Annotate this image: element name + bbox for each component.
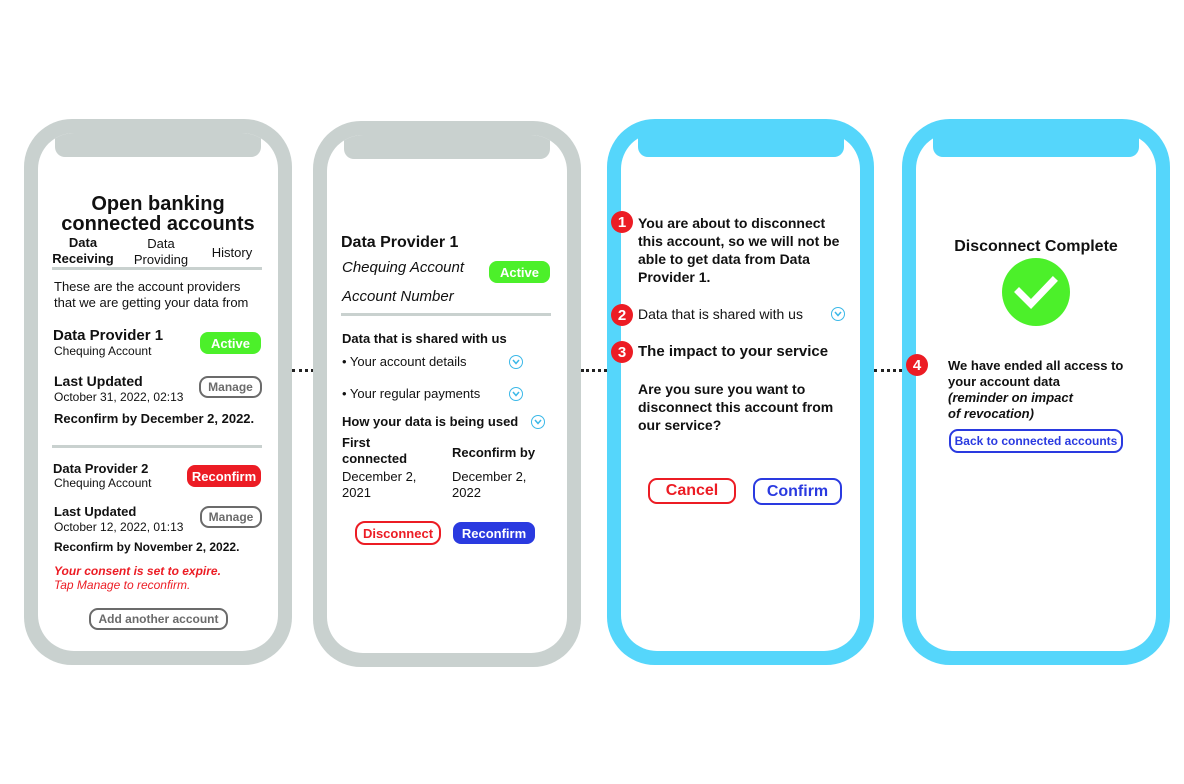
- shared-item-regular-payments: • Your regular payments: [342, 386, 481, 401]
- phone-provider-details: Data Provider 1 Chequing Account Active …: [313, 121, 581, 667]
- provider2-name: Data Provider 2: [53, 461, 149, 476]
- shared-data-link[interactable]: Data that is shared with us: [638, 306, 803, 322]
- complete-message: We have ended all access to your account…: [948, 358, 1124, 389]
- account-type: Chequing Account: [342, 259, 465, 276]
- provider2-manage-button[interactable]: Manage: [200, 506, 262, 528]
- tab-data-receiving[interactable]: Data Receiving: [52, 235, 114, 266]
- details-divider: [341, 313, 551, 316]
- screen-connected-accounts: Open banking connected accounts Data Rec…: [38, 133, 278, 651]
- provider1-manage-button[interactable]: Manage: [199, 376, 262, 398]
- provider2-last-updated: October 12, 2022, 01:13: [54, 520, 184, 534]
- provider1-reconfirm-by: Reconfirm by December 2, 2022.: [54, 411, 255, 426]
- first-connected-value: December 2, 2021: [342, 469, 417, 500]
- phone-notch: [933, 133, 1139, 157]
- provider2-reconfirm-by: Reconfirm by November 2, 2022.: [54, 540, 240, 554]
- chevron-down-circle-icon[interactable]: [509, 355, 523, 369]
- disconnect-button[interactable]: Disconnect: [355, 521, 441, 545]
- chevron-down-circle-icon[interactable]: [509, 387, 523, 401]
- provider1-account: Chequing Account: [54, 344, 152, 358]
- shared-data-heading: Data that is shared with us: [342, 331, 507, 346]
- add-account-button[interactable]: Add another account: [89, 608, 228, 630]
- reconfirm-by-label: Reconfirm by: [452, 445, 536, 460]
- phone-notch: [637, 133, 844, 157]
- cancel-button[interactable]: Cancel: [648, 478, 736, 504]
- step-1-marker: 1: [611, 211, 633, 233]
- back-to-accounts-button[interactable]: Back to connected accounts: [949, 429, 1123, 453]
- provider2-last-updated-label: Last Updated: [54, 504, 137, 519]
- phone-notch: [344, 135, 550, 159]
- consent-warning-hint: Tap Manage to reconfirm.: [54, 578, 191, 592]
- step-4-marker: 4: [906, 354, 928, 376]
- page-title: Open banking connected accounts: [61, 193, 255, 235]
- tab-data-providing[interactable]: Data Providing: [133, 236, 189, 267]
- provider-status-badge: Active: [489, 261, 550, 283]
- revocation-reminder: (reminder on impact of revocation): [948, 390, 1073, 421]
- consent-warning: Your consent is set to expire.: [54, 564, 221, 578]
- provider-name: Data Provider 1: [341, 234, 459, 251]
- chevron-down-circle-icon[interactable]: [531, 415, 545, 429]
- tab-history[interactable]: History: [211, 245, 253, 260]
- provider1-last-updated: October 31, 2022, 02:13: [54, 390, 184, 404]
- screen-disconnect-confirm: 1 You are about to disconnect this accou…: [611, 133, 860, 651]
- reconfirm-button[interactable]: Reconfirm: [453, 522, 535, 544]
- complete-title: Disconnect Complete: [954, 238, 1118, 255]
- step-2-marker: 2: [611, 304, 633, 326]
- data-usage-heading: How your data is being used: [342, 414, 519, 429]
- provider1-last-updated-label: Last Updated: [54, 373, 143, 389]
- provider1-name: Data Provider 1: [53, 327, 164, 344]
- confirm-button[interactable]: Confirm: [753, 478, 842, 505]
- intro-text: These are the account providers that we …: [54, 279, 249, 310]
- shared-item-account-details: • Your account details: [342, 354, 467, 369]
- phone-disconnect-complete: Disconnect Complete 4 We have ended all …: [902, 119, 1170, 665]
- chevron-down-circle-icon[interactable]: [831, 307, 845, 321]
- service-impact-heading: The impact to your service: [638, 343, 829, 360]
- disconnect-warning: You are about to disconnect this account…: [638, 215, 840, 285]
- provider1-status-badge: Active: [200, 332, 261, 354]
- providers-divider: [52, 445, 262, 448]
- confirm-question: Are you sure you want to disconnect this…: [638, 381, 834, 433]
- screen-disconnect-complete: Disconnect Complete 4 We have ended all …: [906, 133, 1156, 651]
- account-number-label: Account Number: [342, 288, 454, 305]
- flow-connector-3: [874, 369, 902, 372]
- check-circle-icon: [1002, 258, 1070, 326]
- phone-disconnect-confirm: 1 You are about to disconnect this accou…: [607, 119, 874, 665]
- provider2-account: Chequing Account: [54, 476, 152, 490]
- step-3-marker: 3: [611, 341, 633, 363]
- phone-notch: [55, 133, 261, 157]
- screen-provider-details: Data Provider 1 Chequing Account Active …: [327, 135, 567, 653]
- flow-connector-1: [292, 369, 314, 372]
- reconfirm-by-value: December 2, 2022: [452, 469, 527, 500]
- tabs-divider: [52, 267, 262, 270]
- flow-connector-2: [581, 369, 607, 372]
- first-connected-label: First connected: [342, 435, 408, 466]
- provider2-reconfirm-badge[interactable]: Reconfirm: [187, 465, 261, 487]
- phone-connected-accounts: Open banking connected accounts Data Rec…: [24, 119, 292, 665]
